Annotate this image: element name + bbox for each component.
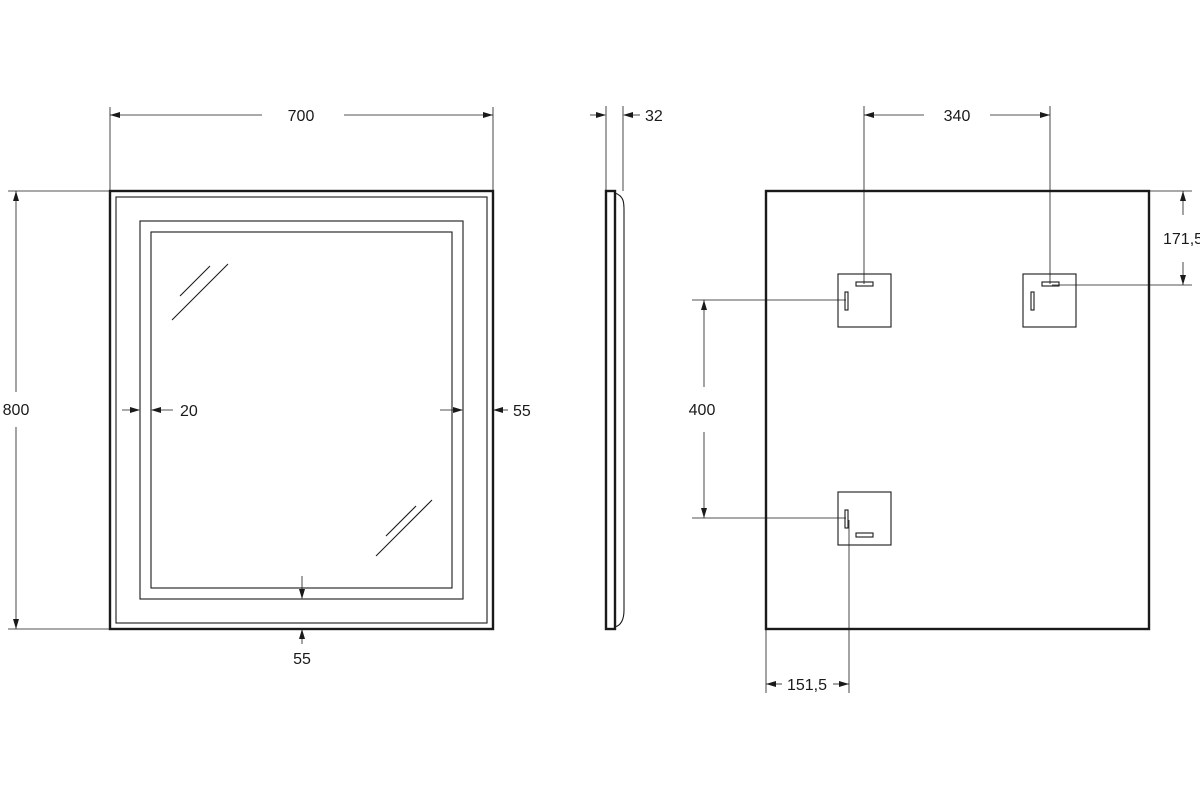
top-offset-dimension-label: 171,5 xyxy=(1163,231,1200,248)
bracket-spacing-dimension-label: 340 xyxy=(944,108,971,125)
height-dimension: 800 xyxy=(3,190,110,630)
side-margin-dimension-label: 55 xyxy=(513,403,531,420)
mounting-bracket-top-left xyxy=(837,273,892,328)
bracket-spacing-dimension: 340 xyxy=(863,106,1051,284)
depth-dimension-label: 32 xyxy=(645,108,663,125)
side-profile-body xyxy=(604,189,617,631)
mirror-back-panel xyxy=(764,189,1151,631)
back-view: 340 171,5 400 xyxy=(689,106,1200,694)
depth-dimension: 32 xyxy=(590,106,663,191)
glass-reflection-mark-top xyxy=(171,263,229,321)
inner-frame-dimension-label: 20 xyxy=(180,403,198,420)
glass-reflection-mark-bottom xyxy=(375,499,433,557)
vertical-spacing-dimension-label: 400 xyxy=(689,402,716,419)
vertical-spacing-dimension: 400 xyxy=(689,299,846,519)
top-offset-dimension: 171,5 xyxy=(1052,190,1200,286)
side-view: 32 xyxy=(590,106,663,631)
height-dimension-label: 800 xyxy=(3,402,30,419)
bottom-margin-dimension: 55 xyxy=(293,576,311,668)
width-dimension-label: 700 xyxy=(288,108,315,125)
inner-frame-dimension: 20 xyxy=(122,403,198,420)
bottom-margin-dimension-label: 55 xyxy=(293,651,311,668)
mounting-bracket-bottom xyxy=(837,491,892,546)
mounting-bracket-top-right xyxy=(1022,273,1077,328)
front-view: 700 800 20 55 xyxy=(3,107,531,668)
width-dimension: 700 xyxy=(109,107,494,191)
left-offset-dimension-label: 151,5 xyxy=(787,677,827,694)
left-offset-dimension: 151,5 xyxy=(765,520,850,694)
side-profile-rounded-back xyxy=(614,192,625,628)
mirror-frame-inner-edge xyxy=(115,196,488,624)
side-margin-dimension: 55 xyxy=(440,403,531,420)
